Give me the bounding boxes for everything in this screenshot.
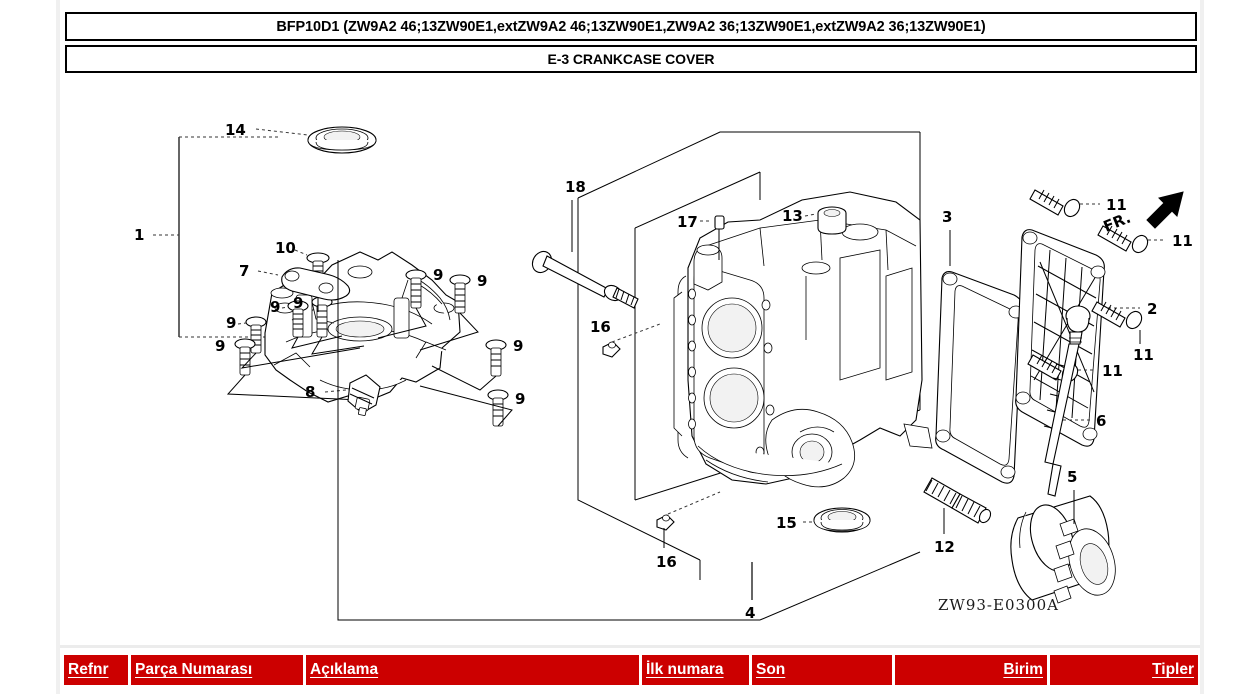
- svg-text:9: 9: [270, 298, 280, 316]
- leader-16a: [611, 323, 661, 343]
- svg-text:9: 9: [513, 337, 523, 355]
- part-15-oil-seal: [813, 507, 871, 533]
- column-header-first-number[interactable]: İlk numara: [642, 655, 749, 685]
- callout-9g: 9: [215, 337, 225, 355]
- frame-edge-left: [56, 0, 60, 694]
- bolt-11b: [1097, 225, 1149, 254]
- fr-arrow-icon: [1146, 191, 1184, 229]
- svg-text:9: 9: [515, 390, 525, 408]
- svg-text:9: 9: [226, 314, 236, 332]
- callout-10: 10: [275, 239, 296, 257]
- callout-9d: 9: [433, 266, 443, 284]
- column-header-unit[interactable]: Birim: [895, 655, 1047, 685]
- svg-text:11: 11: [1133, 346, 1154, 364]
- bolt-group-9: [234, 269, 509, 427]
- svg-text:9: 9: [477, 272, 487, 290]
- svg-text:9: 9: [215, 337, 225, 355]
- column-header-description[interactable]: Açıklama: [306, 655, 639, 685]
- diagram-code: ZW93-E0300A: [938, 596, 1059, 614]
- leader-16b: [667, 491, 721, 515]
- svg-text:9: 9: [433, 266, 443, 284]
- model-title-box: BFP10D1 (ZW9A2 46;13ZW90E1,extZW9A2 46;1…: [65, 12, 1197, 41]
- svg-text:11: 11: [1102, 362, 1123, 380]
- callout-1: 1: [134, 226, 144, 244]
- column-header-unit-label: Birim: [1003, 661, 1043, 678]
- column-header-types-label: Tipler: [1152, 661, 1194, 678]
- leader-13: [804, 213, 817, 217]
- callout-2: 2: [1147, 300, 1157, 318]
- callout-15: 15: [776, 514, 797, 532]
- part-4-crankcase: [673, 191, 933, 488]
- callouts-9: 9 9 9 9 9 9 9 9: [215, 266, 525, 408]
- frame-edge-right: [1200, 0, 1204, 694]
- part-12-filter-nipple: [923, 477, 992, 524]
- part-18-long-bolt: [531, 250, 639, 309]
- part-3-gasket: [935, 271, 1024, 484]
- part-17-dowel-pin: [714, 215, 725, 260]
- callout-11a: 11: [1106, 196, 1127, 214]
- bolt-11a: [1029, 189, 1081, 218]
- part-6-dipstick: [1043, 305, 1091, 497]
- callout-12: 12: [934, 538, 955, 556]
- part-14-oil-seal: [307, 126, 377, 154]
- column-header-last[interactable]: Son: [752, 655, 892, 685]
- callout-9f: 9: [513, 337, 523, 355]
- leader-7: [257, 270, 279, 276]
- callout-9b: 9: [226, 314, 236, 332]
- callout-13: 13: [782, 207, 803, 225]
- callout-4: 4: [745, 604, 755, 622]
- section-title-text: E-3 CRANKCASE COVER: [547, 51, 715, 67]
- part-16b-dowel-pin: [656, 514, 675, 531]
- exploded-parts-diagram: 1 14: [60, 80, 1200, 640]
- column-header-last-label: Son: [756, 661, 786, 678]
- callout-11c: 11: [1133, 346, 1154, 364]
- callout-17: 17: [677, 213, 698, 231]
- callout-11b: 11: [1172, 232, 1193, 250]
- leaders-9: [226, 307, 513, 427]
- column-header-refnr[interactable]: Refnr: [64, 655, 128, 685]
- bolt-group-11: [1027, 189, 1149, 383]
- callout-18: 18: [565, 178, 586, 196]
- column-header-part-number[interactable]: Parça Numarası: [131, 655, 303, 685]
- callout-9c: 9: [293, 294, 303, 312]
- column-header-types[interactable]: Tipler: [1050, 655, 1198, 685]
- svg-text:9: 9: [293, 294, 303, 312]
- leader-10: [294, 249, 308, 256]
- parts-table-header: Refnr Parça Numarası Açıklama İlk numara…: [64, 655, 1198, 689]
- column-header-description-label: Açıklama: [310, 661, 379, 678]
- leader-14: [255, 128, 309, 136]
- callout-11d: 11: [1102, 362, 1123, 380]
- diagram-svg: 1 14: [134, 121, 1193, 622]
- callout-bracket-1: [153, 136, 278, 338]
- callout-9h: 9: [515, 390, 525, 408]
- part-13-collar: [817, 206, 847, 235]
- callout-6: 6: [1096, 412, 1106, 430]
- callout-5: 5: [1067, 468, 1077, 486]
- model-title-text: BFP10D1 (ZW9A2 46;13ZW90E1,extZW9A2 46;1…: [276, 18, 986, 35]
- column-header-refnr-label: Refnr: [68, 661, 109, 678]
- section-title-box: E-3 CRANKCASE COVER: [65, 45, 1197, 73]
- part-16a-dowel-pin: [602, 341, 621, 358]
- column-header-part-number-label: Parça Numarası: [135, 661, 253, 678]
- bolt-11c: [1091, 301, 1143, 330]
- callout-9a: 9: [270, 298, 280, 316]
- table-separator: [60, 645, 1200, 648]
- callout-3: 3: [942, 208, 952, 226]
- callout-14: 14: [225, 121, 246, 139]
- part-5-oil-filter: [1010, 495, 1116, 604]
- part-7-lever: [281, 267, 351, 301]
- part-2-cover-plate: [1015, 229, 1106, 447]
- callout-16b: 16: [656, 553, 677, 571]
- callout-16a: 16: [590, 318, 611, 336]
- callout-9e: 9: [477, 272, 487, 290]
- callout-7: 7: [239, 262, 249, 280]
- column-header-first-number-label: İlk numara: [646, 661, 724, 678]
- svg-text:11: 11: [1172, 232, 1193, 250]
- part-8-oil-pressure-switch: [347, 374, 381, 416]
- callout-8: 8: [305, 383, 315, 401]
- svg-text:11: 11: [1106, 196, 1127, 214]
